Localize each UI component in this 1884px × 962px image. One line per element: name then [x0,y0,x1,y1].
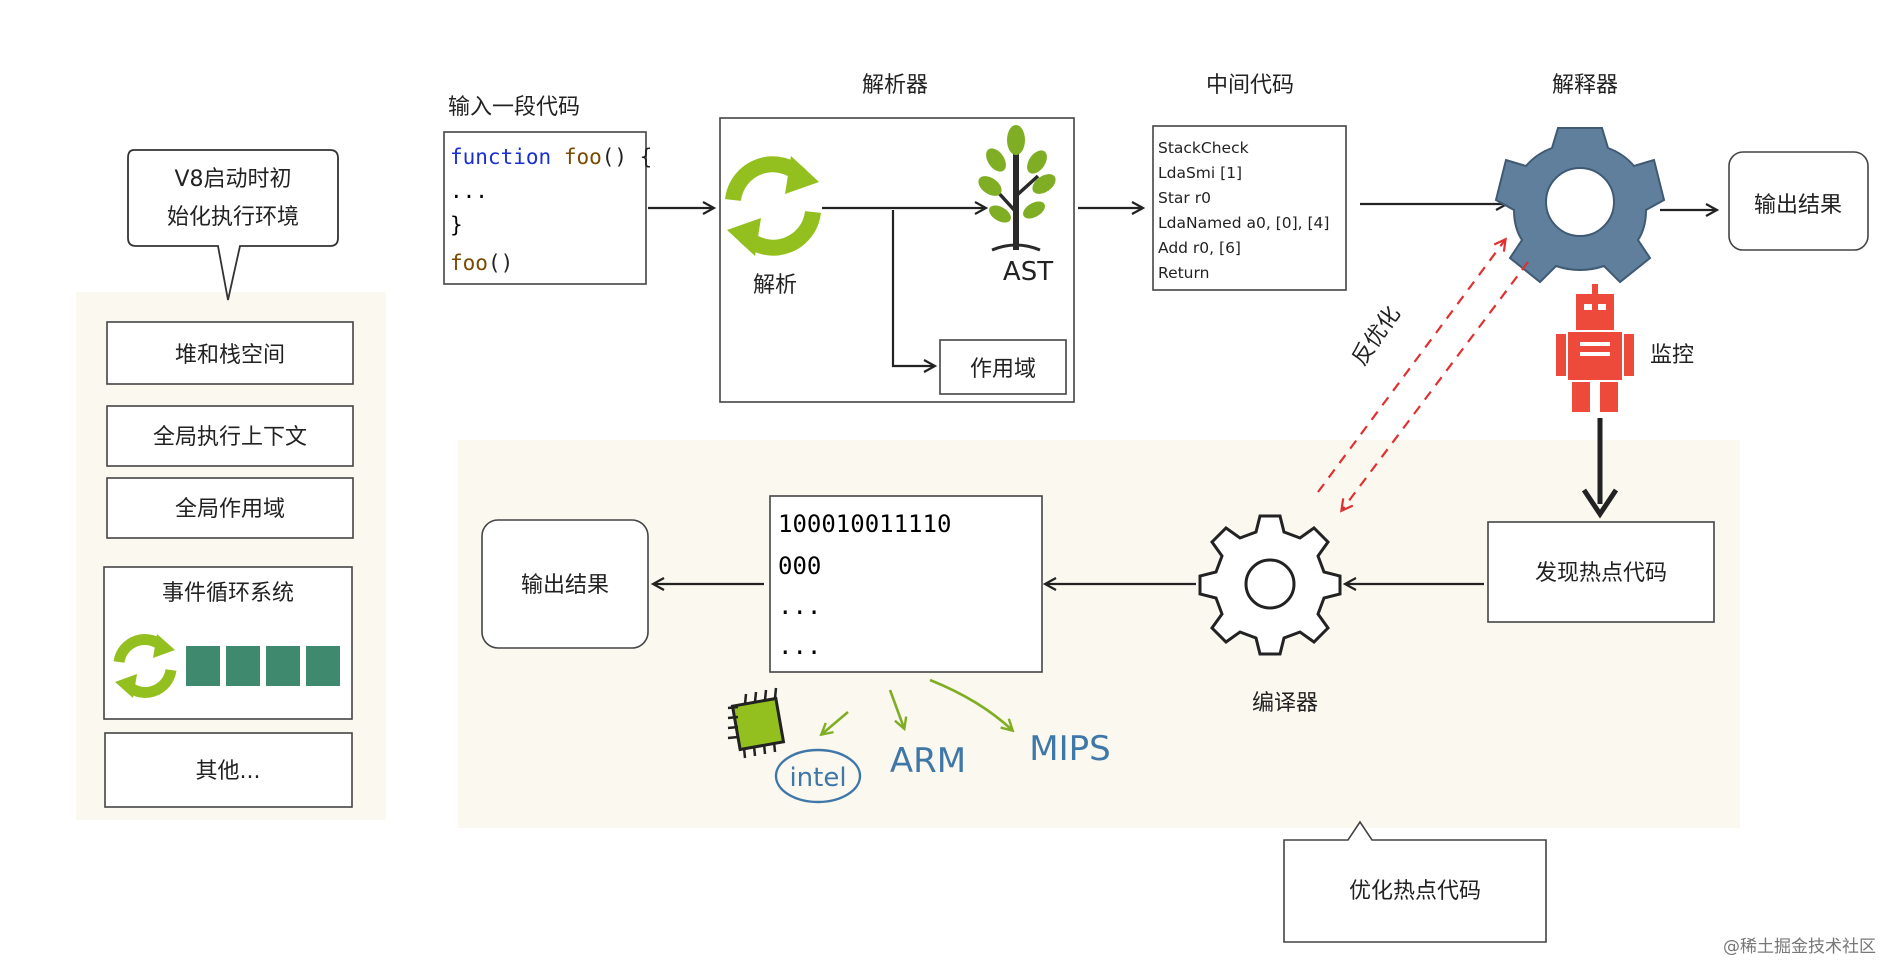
code-fn-name: foo [564,145,602,169]
bytecode-title: 中间代码 [1206,73,1294,98]
global-context-label: 全局执行上下文 [153,425,307,450]
target-intel: intel [789,763,846,793]
intel-logo-ring [774,748,862,804]
ast-label: AST [1003,257,1053,287]
compiler-panel [458,440,1740,828]
scope-box [939,339,1067,395]
v8-init-line-2: 始化执行环境 [167,205,299,230]
arrow-to-arm [888,689,904,728]
arrow-to-mips [929,678,1012,730]
machine-code-line: 100010011110 [778,510,951,538]
interpreter-gear-icon [1494,127,1666,284]
parse-recycle-icon [725,156,821,256]
code-keyword-function: function [450,145,551,169]
bytecode-line: LdaNamed a0, [0], [4] [1158,214,1329,232]
code-line-2: ... [450,179,488,203]
arrow-to-intel [822,711,849,734]
hot-code-box [1487,521,1715,623]
scope-label: 作用域 [970,357,1036,382]
heap-stack-box [106,321,354,385]
event-loop-recycle-icon [113,634,177,698]
target-mips: MIPS [1029,729,1110,769]
code-fn-sig: () { [602,145,653,169]
machine-code-line: ... [778,592,821,620]
bytecode-line: Add r0, [6] [1158,239,1241,257]
optimize-bubble: 优化热点代码 [1283,820,1547,943]
global-scope-label: 全局作用域 [175,497,285,522]
global-context-box [106,405,354,467]
bytecode-line: Star r0 [1158,189,1211,207]
v8-init-line-1: V8启动时初 [174,167,291,192]
compiler-output-box [481,519,649,649]
code-line-4: foo() [450,251,513,275]
monitor-label: 监控 [1650,343,1694,368]
heap-stack-label: 堆和栈空间 [175,343,285,368]
code-line-3: } [450,213,463,237]
input-code-box [443,131,647,285]
compiler-gear-icon [1198,514,1342,656]
parser-title: 解析器 [862,73,928,98]
code-call-fn: foo [450,251,488,275]
event-loop-label: 事件循环系统 [162,581,294,606]
optimize-label: 优化热点代码 [1349,879,1481,904]
machine-code-box [769,495,1043,673]
interpreter-output-label: 输出结果 [1754,193,1842,218]
monitor-robot-icon [1556,284,1634,412]
bytecode-line: StackCheck [1158,139,1249,157]
hot-code-label: 发现热点代码 [1535,561,1667,586]
bytecode-line: Return [1158,264,1209,282]
arrow-to-scope [891,210,934,366]
target-arm: ARM [890,741,966,781]
watermark-text: @稀土掘金技术社区 [1723,937,1876,957]
compiler-label: 编译器 [1252,691,1318,716]
input-code-title: 输入一段代码 [448,95,580,120]
deopt-label: 反优化 [1348,302,1406,370]
global-scope-box [106,477,354,539]
machine-code-line: 000 [778,552,821,580]
bytecode-box [1152,125,1347,291]
interpreter-output-box [1728,151,1869,251]
deopt-arrow-up [1317,240,1505,493]
v8-init-bubble: V8启动时初 始化执行环境 [127,149,339,301]
interpreter-title: 解释器 [1552,73,1618,98]
deopt-arrow-down [1342,261,1529,510]
parse-label: 解析 [753,273,797,298]
bytecode-line: LdaSmi [1] [1158,164,1242,182]
machine-code-line: ... [778,632,821,660]
code-call-rest: () [488,251,513,275]
cpu-chip-icon [727,687,786,759]
code-line-1: function foo() { [450,145,652,169]
others-label: 其他... [196,759,261,784]
ast-tree-icon [978,125,1056,252]
compiler-output-label: 输出结果 [521,573,609,598]
task-queue-blocks [186,646,340,686]
others-box [104,732,353,808]
